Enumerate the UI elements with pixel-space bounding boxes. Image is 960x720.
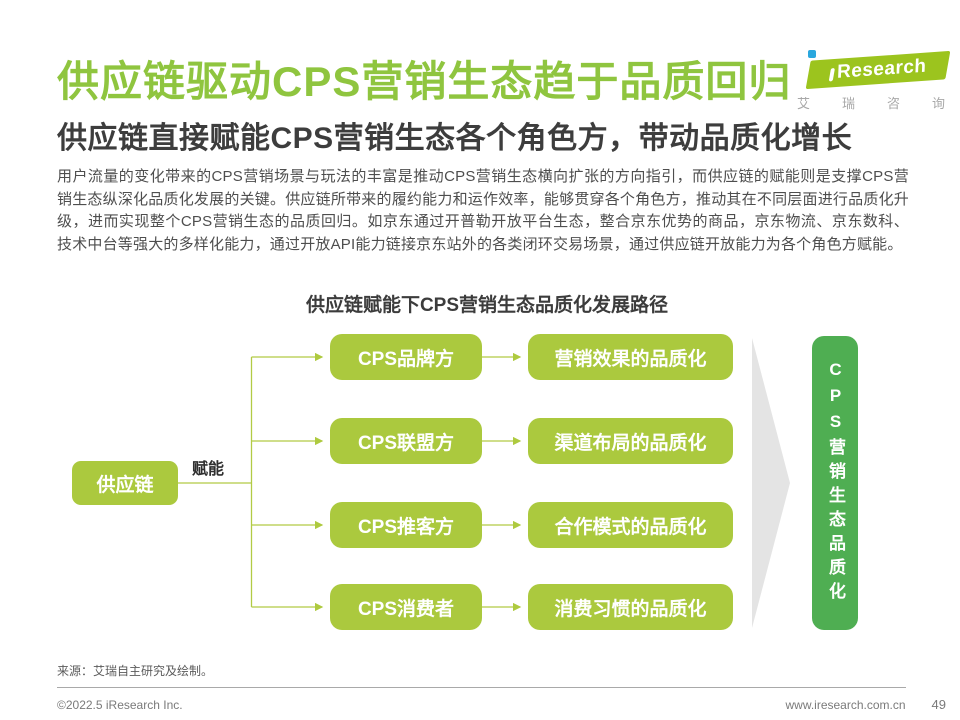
- node-result-ecosystem-quality: CPS营销生态品质化: [812, 336, 858, 630]
- logo-i-stem-icon: [828, 68, 835, 82]
- logo-shape: Research: [805, 50, 951, 90]
- logo-brand-text: Research: [836, 55, 927, 83]
- copyright: ©2022.5 iResearch Inc.: [57, 697, 183, 712]
- iresearch-logo: Research 艾瑞咨询: [797, 50, 951, 114]
- node-outcome-marketing-effect: 营销效果的品质化: [528, 334, 733, 380]
- node-outcome-consumption-habit: 消费习惯的品质化: [528, 584, 733, 630]
- source-note: 来源：艾瑞自主研究及绘制。: [57, 664, 214, 678]
- node-role-alliance: CPS联盟方: [330, 418, 482, 464]
- page-subtitle: 供应链直接赋能CPS营销生态各个角色方，带动品质化增长: [57, 122, 853, 155]
- footer: ©2022.5 iResearch Inc. www.iresearch.com…: [57, 697, 946, 712]
- diagram-title: 供应链赋能下CPS营销生态品质化发展路径: [305, 295, 669, 316]
- page-title: 供应链驱动CPS营销生态趋于品质回归: [57, 58, 792, 105]
- website-url: www.iresearch.com.cn: [785, 697, 906, 712]
- logo-chinese-name: 艾瑞咨询: [797, 96, 960, 111]
- page-number: 49: [931, 697, 946, 712]
- body-paragraph: 用户流量的变化带来的CPS营销场景与玩法的丰富是推动CPS营销生态横向扩张的方向…: [57, 168, 909, 253]
- node-role-consumer: CPS消费者: [330, 584, 482, 630]
- chevron-arrow-icon: [752, 338, 790, 628]
- node-outcome-cooperation-model: 合作模式的品质化: [528, 502, 733, 548]
- footer-divider: [57, 687, 906, 688]
- node-role-promoter: CPS推客方: [330, 502, 482, 548]
- logo-i-dot-icon: [808, 50, 816, 58]
- node-supply-chain: 供应链: [72, 461, 178, 505]
- node-outcome-channel-layout: 渠道布局的品质化: [528, 418, 733, 464]
- edge-label-empower: 赋能: [192, 461, 225, 478]
- node-role-brand: CPS品牌方: [330, 334, 482, 380]
